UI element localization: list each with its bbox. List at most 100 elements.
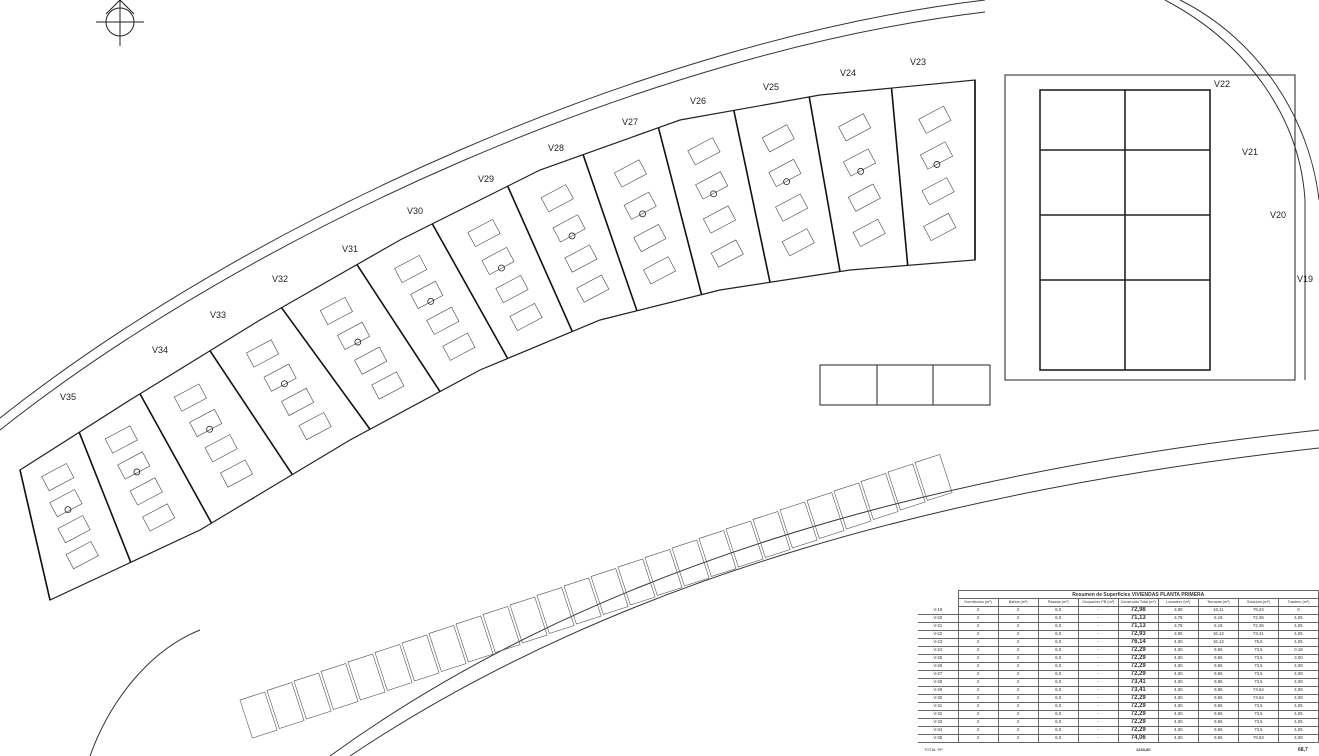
table-cell: - bbox=[1077, 726, 1119, 735]
table-header: Dormitorios (m²)Baños (m²)Pasada (m²)Ocu… bbox=[918, 598, 1319, 607]
parking-space bbox=[752, 511, 791, 558]
unit-label: V25 bbox=[763, 82, 779, 92]
table-cell: 4,00 bbox=[1157, 638, 1199, 647]
furniture bbox=[710, 190, 718, 198]
parking-space bbox=[833, 482, 872, 530]
table-cell: 4,09 bbox=[1277, 686, 1319, 695]
table-cell: 6,0 bbox=[1037, 702, 1079, 711]
unit-divider bbox=[280, 307, 371, 430]
total-construido: 1233,80 bbox=[1136, 747, 1151, 752]
table-cell: 9,85 bbox=[1197, 678, 1239, 687]
table-cell: 2 bbox=[957, 646, 999, 655]
parking-space bbox=[428, 625, 467, 672]
table-cell: V-26 bbox=[918, 662, 959, 671]
unit-label: V26 bbox=[690, 96, 706, 106]
table-cell: 9,56 bbox=[1197, 710, 1239, 719]
table-cell: 3,78 bbox=[1157, 622, 1199, 631]
table-cell: 6,0 bbox=[1037, 630, 1079, 639]
table-cell: 0 bbox=[1277, 606, 1319, 615]
table-cell: 9,56 bbox=[1197, 726, 1239, 735]
table-cell: 2 bbox=[997, 622, 1039, 631]
room bbox=[173, 383, 207, 412]
room bbox=[564, 244, 598, 273]
parking-space bbox=[509, 596, 548, 644]
room bbox=[410, 280, 444, 309]
room bbox=[57, 515, 91, 544]
parking-space bbox=[320, 663, 359, 710]
table-cell: 4,05 bbox=[1277, 718, 1319, 727]
table-cell: 4,05 bbox=[1277, 638, 1319, 647]
table-cell: 2 bbox=[957, 718, 999, 727]
unit-divider bbox=[808, 96, 841, 272]
table-cell: 9,56 bbox=[1197, 734, 1239, 743]
column-header: Pasada (m²) bbox=[1037, 598, 1079, 607]
table-cell: V-32 bbox=[918, 710, 959, 719]
table-title: Resumen de Superficies VIVIENDAS PLANTA … bbox=[957, 590, 1319, 599]
table-cell: 2 bbox=[957, 710, 999, 719]
table-cell: 75,6 bbox=[1237, 638, 1279, 647]
table-cell: 6,15 bbox=[1197, 614, 1239, 623]
room bbox=[49, 489, 83, 518]
table-cell: 4,00 bbox=[1157, 678, 1199, 687]
room bbox=[643, 256, 677, 285]
table-cell: 6,0 bbox=[1037, 726, 1079, 735]
room bbox=[394, 254, 428, 284]
table-cell: 2 bbox=[957, 726, 999, 735]
table-cell: - bbox=[1077, 622, 1119, 631]
furniture bbox=[133, 468, 141, 476]
table-cell: 3,80 bbox=[1157, 606, 1199, 615]
table-cell: - bbox=[1077, 606, 1119, 615]
room bbox=[847, 183, 881, 212]
table-cell: 0,18 bbox=[1277, 646, 1319, 655]
table-cell: 73,5 bbox=[1237, 718, 1279, 727]
table-cell: V-27 bbox=[918, 670, 959, 679]
table-cell: V-21 bbox=[918, 622, 959, 631]
unit-divider bbox=[19, 469, 51, 601]
table-cell: 2 bbox=[997, 662, 1039, 671]
table-cell: 2 bbox=[997, 670, 1039, 679]
room bbox=[710, 239, 744, 268]
table-cell: 6,0 bbox=[1037, 638, 1079, 647]
room bbox=[923, 212, 957, 242]
furniture bbox=[568, 232, 576, 240]
table-cell: - bbox=[1077, 718, 1119, 727]
table-cell: 2 bbox=[997, 718, 1039, 727]
table-cell: 2 bbox=[997, 734, 1039, 743]
furniture bbox=[354, 338, 362, 346]
room bbox=[481, 246, 515, 276]
table-cell: 9,85 bbox=[1197, 686, 1239, 695]
room bbox=[117, 451, 151, 480]
room bbox=[246, 339, 280, 368]
table-cell: 6,0 bbox=[1037, 678, 1079, 687]
furniture bbox=[639, 210, 646, 218]
table-cell: 73,5 bbox=[1237, 654, 1279, 663]
table-cell: 73,5 bbox=[1237, 702, 1279, 711]
table-cell: V-25 bbox=[918, 654, 959, 663]
table-cell: 2 bbox=[997, 726, 1039, 735]
table-cell: 73,41 bbox=[1117, 686, 1159, 695]
furniture bbox=[427, 298, 435, 305]
table-cell: 71,13 bbox=[1117, 622, 1159, 631]
table-cell: 74,06 bbox=[1117, 734, 1159, 743]
room bbox=[633, 224, 667, 253]
table-cell: - bbox=[1077, 662, 1119, 671]
table-cell: 2 bbox=[957, 678, 999, 687]
unit-label: V31 bbox=[342, 244, 358, 254]
table-cell: 6,0 bbox=[1037, 614, 1079, 623]
table-cell: 2 bbox=[997, 694, 1039, 703]
parking-space bbox=[671, 539, 710, 587]
table-cell: 73,5 bbox=[1237, 662, 1279, 671]
table-cell: - bbox=[1077, 734, 1119, 743]
room bbox=[142, 503, 176, 532]
table-cell: 9,56 bbox=[1197, 694, 1239, 703]
room bbox=[852, 218, 886, 247]
table-cell: 4,05 bbox=[1277, 726, 1319, 735]
table-cell: V-31 bbox=[918, 702, 959, 711]
table-cell: 4,08 bbox=[1277, 670, 1319, 679]
table-cell: 4,00 bbox=[1157, 694, 1199, 703]
unit-divider bbox=[657, 127, 703, 295]
